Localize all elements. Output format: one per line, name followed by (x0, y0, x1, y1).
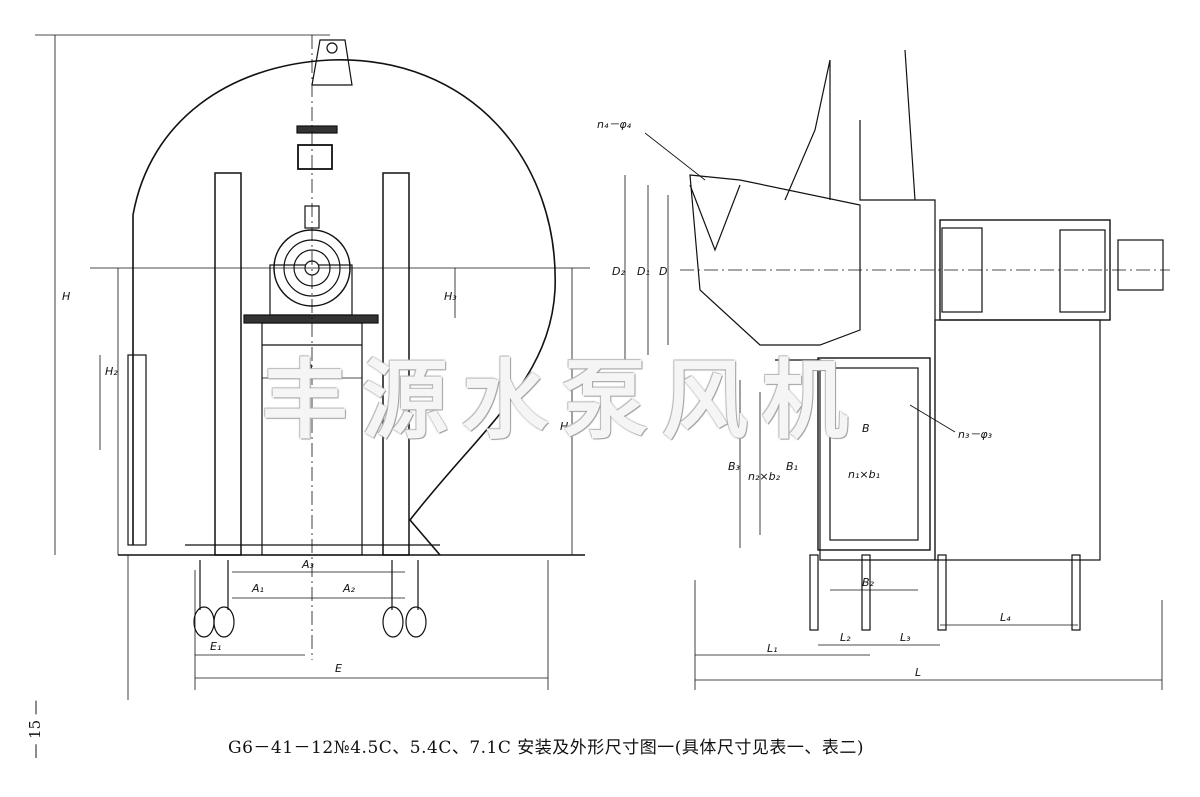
label-H1: H₁ (560, 420, 573, 433)
label-B: B (862, 422, 870, 435)
page-number: — 15 — (26, 700, 44, 759)
coupling (1117, 239, 1164, 291)
dimension-labels: H H₂ H₃ H₁ A A₃ A₁ A₂ E₁ E n₄－φ₄ D₂ D₁ D… (62, 118, 1011, 679)
drawing-caption: G6－41－12№4.5C、5.4C、7.1C 安装及外形尺寸图一(具体尺寸见表… (228, 738, 865, 758)
label-B1: B₁ (786, 460, 798, 473)
label-L1: L₁ (767, 642, 778, 655)
anchor-bolts-left (193, 560, 235, 638)
label-D: D (659, 265, 667, 278)
label-A1: A₁ (251, 582, 264, 595)
label-A: A (305, 362, 314, 375)
label-E1: E₁ (210, 640, 221, 653)
outlet-flange-side (817, 357, 931, 551)
side-casing (775, 49, 936, 561)
label-H3: H₃ (444, 290, 457, 303)
inlet-cone (689, 174, 861, 346)
label-B2: B₂ (862, 576, 875, 589)
front-view (35, 34, 590, 700)
label-L4: L₄ (1000, 611, 1011, 624)
anchor-bolts-right (382, 560, 427, 638)
label-A2: A₂ (342, 582, 356, 595)
label-L3: L₃ (900, 631, 911, 644)
watermark: 丰源水泵风机 (262, 350, 862, 451)
frame-upright-left (214, 172, 242, 556)
label-E: E (335, 662, 342, 675)
side-view (624, 49, 1170, 690)
label-B3: B₃ (728, 460, 741, 473)
pedestal (934, 319, 1101, 561)
label-D2: D₂ (612, 265, 625, 278)
label-H2: H₂ (105, 365, 118, 378)
label-n2b2: n₂×b₂ (748, 470, 781, 483)
volute-casing (132, 59, 556, 556)
label-n3phi3: n₃－φ₃ (958, 428, 993, 441)
label-L: L (915, 666, 921, 679)
label-D1: D₁ (637, 265, 650, 278)
label-n1b1: n₁×b₁ (848, 468, 880, 481)
label-n4phi4: n₄－φ₄ (597, 118, 632, 131)
frame-upright-right (382, 172, 410, 556)
label-A3: A₃ (301, 558, 315, 571)
outlet-flange (127, 354, 147, 546)
label-L2: L₂ (840, 631, 851, 644)
side-anchor-bolts (809, 554, 1081, 631)
label-H: H (62, 290, 70, 303)
bearing-housing (269, 205, 353, 316)
lifting-lug (296, 39, 353, 170)
